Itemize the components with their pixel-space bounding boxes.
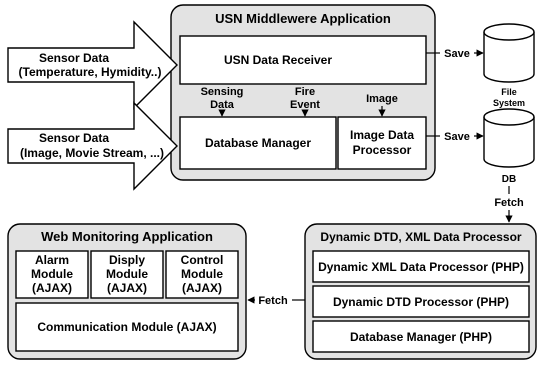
sensor-input-1-label-1: Sensor Data — [39, 51, 109, 65]
image-data-processor-box — [337, 116, 427, 170]
web-panel-title: Web Monitoring Application — [41, 229, 213, 244]
fetch-web-label: Fetch — [258, 295, 288, 307]
display-module-label-2: Module — [106, 267, 148, 281]
sensor-input-2-arrow — [7, 101, 178, 191]
control-module-label-2: Module — [181, 267, 223, 281]
db-cylinder-top — [483, 108, 535, 126]
control-module-label-1: Control — [181, 253, 224, 267]
communication-module-box — [15, 302, 239, 352]
fire-event-label-1: Fire — [295, 86, 315, 98]
php-db-manager-label: Database Manager (PHP) — [350, 330, 492, 344]
display-module-label-3: (AJAX) — [107, 281, 147, 295]
sensing-data-label-2: Data — [210, 99, 235, 111]
sensor-input-2-label-1: Sensor Data — [39, 131, 109, 145]
file-system-label-1: File — [501, 87, 517, 97]
dtd-panel-title: Dynamic DTD, XML Data Processor — [320, 230, 522, 244]
control-module-box — [165, 250, 239, 299]
communication-module-label: Communication Module (AJAX) — [37, 320, 216, 334]
web-monitoring-panel: Web Monitoring Application Alarm Module … — [7, 223, 247, 360]
dtd-processor-box — [312, 285, 530, 318]
display-module-label-1: Disply — [109, 253, 145, 267]
alarm-module-label-1: Alarm — [35, 253, 69, 267]
save-db-label: Save — [444, 131, 470, 143]
web-fetch-connector: Fetch — [247, 295, 305, 307]
image-data-processor-label-2: Processor — [353, 143, 412, 157]
usn-middleware-panel: USN Middlewere Application USN Data Rece… — [170, 4, 436, 181]
file-system-label-2: System — [493, 98, 525, 108]
sensing-data-label-1: Sensing — [201, 86, 244, 98]
php-db-manager-box — [312, 320, 530, 353]
file-system-storage: Save File System — [426, 23, 535, 108]
db-label: DB — [502, 174, 516, 185]
display-module-box — [90, 250, 164, 299]
fire-event-label-2: Event — [290, 99, 320, 111]
control-module-label-3: (AJAX) — [182, 281, 222, 295]
sensor-input-1-label-2: (Temperature, Hymidity..) — [19, 65, 162, 79]
sensor-input-1-arrow — [7, 20, 178, 110]
save-file-label: Save — [444, 48, 470, 60]
file-system-cylinder-body — [483, 32, 535, 83]
db-storage: Save DB Fetch — [426, 108, 535, 223]
image-flow-label: Image — [366, 93, 398, 105]
xml-processor-box — [312, 250, 530, 283]
sensor-input-1: Sensor Data (Temperature, Hymidity..) — [7, 20, 178, 110]
usn-panel-title: USN Middlewere Application — [215, 11, 391, 26]
file-system-cylinder-top — [483, 23, 535, 41]
dtd-processor-label: Dynamic DTD Processor (PHP) — [333, 295, 509, 309]
image-data-processor-label-1: Image Data — [350, 128, 414, 142]
alarm-module-box — [15, 250, 89, 299]
fetch-db-label: Fetch — [494, 197, 524, 209]
dtd-xml-panel: Dynamic DTD, XML Data Processor Dynamic … — [304, 223, 537, 360]
db-cylinder-body — [483, 117, 535, 168]
xml-processor-label: Dynamic XML Data Processor (PHP) — [318, 260, 524, 274]
alarm-module-label-2: Module — [31, 267, 73, 281]
usn-data-receiver-box — [179, 35, 427, 85]
alarm-module-label-3: (AJAX) — [32, 281, 72, 295]
sensor-input-2-label-2: (Image, Movie Stream, ...) — [20, 146, 164, 160]
database-manager-box — [179, 116, 337, 170]
usn-data-receiver-label: USN Data Receiver — [224, 53, 332, 67]
database-manager-label: Database Manager — [205, 136, 311, 150]
sensor-input-2: Sensor Data (Image, Movie Stream, ...) — [7, 101, 178, 191]
